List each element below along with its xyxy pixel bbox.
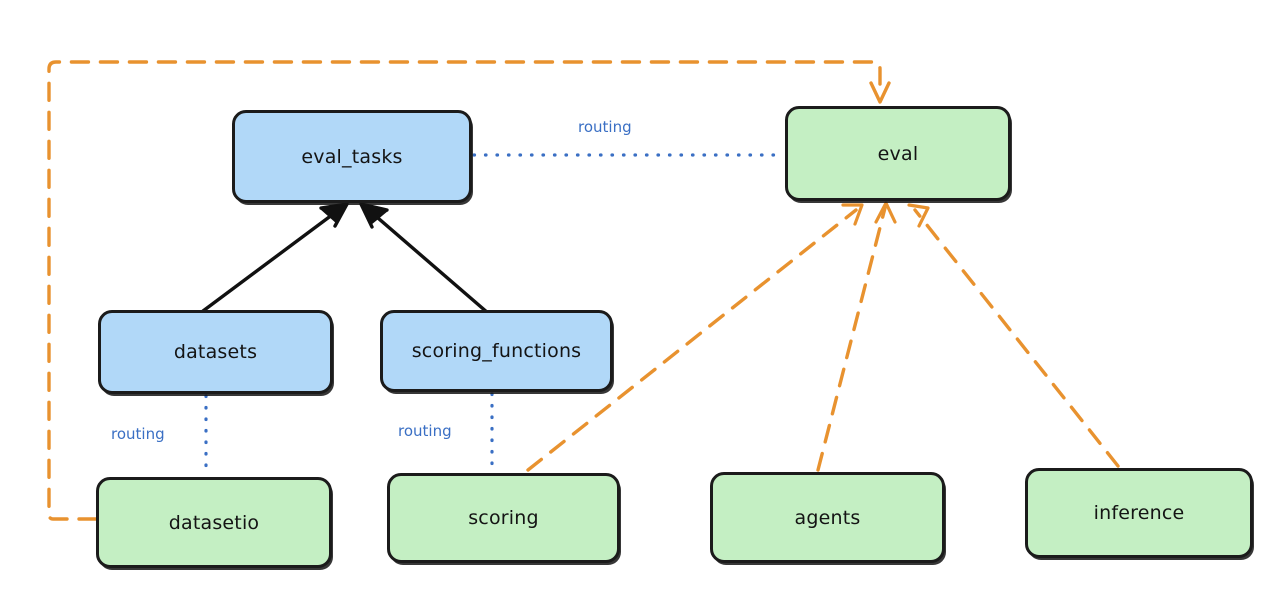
edge-datasets-to-eval-tasks	[201, 202, 349, 313]
node-eval[interactable]: eval	[785, 106, 1011, 201]
node-label-eval-tasks: eval_tasks	[301, 145, 403, 168]
node-label-eval: eval	[877, 142, 919, 165]
node-scoring-functions[interactable]: scoring_functions	[380, 310, 613, 392]
node-label-datasets: datasets	[173, 341, 258, 363]
node-scoring[interactable]: scoring	[387, 473, 620, 563]
edge-scoring-to-eval	[526, 203, 864, 472]
node-label-datasetio: datasetio	[168, 511, 260, 534]
edge-label-routing-scoring-functions: routing	[398, 422, 452, 440]
edge-scoring-functions-to-eval-tasks	[359, 202, 490, 315]
node-label-agents: agents	[794, 506, 861, 529]
node-label-scoring-functions: scoring_functions	[411, 340, 582, 362]
node-datasetio[interactable]: datasetio	[96, 477, 332, 568]
node-label-scoring: scoring	[468, 507, 539, 529]
edge-datasetio-to-eval	[47, 60, 891, 521]
node-agents[interactable]: agents	[710, 472, 945, 563]
node-label-inference: inference	[1093, 502, 1185, 524]
edge-inference-to-eval	[907, 203, 1120, 468]
node-inference[interactable]: inference	[1025, 468, 1253, 558]
node-datasets[interactable]: datasets	[98, 310, 333, 394]
edge-agents-to-eval	[816, 201, 897, 472]
edge-label-routing-eval-tasks: routing	[578, 118, 632, 136]
node-eval-tasks[interactable]: eval_tasks	[232, 110, 472, 203]
edge-label-routing-datasets: routing	[111, 425, 165, 443]
